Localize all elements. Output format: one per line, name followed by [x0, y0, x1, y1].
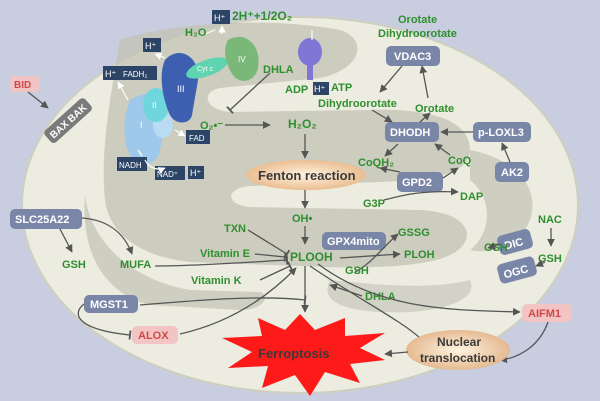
svg-text:H⁺: H⁺ [145, 41, 156, 51]
mufa-text: MUFA [120, 259, 151, 271]
bid-box [10, 76, 40, 92]
bid-label: BID [14, 80, 31, 91]
gpx4mito-box [322, 232, 386, 250]
p-loxl3-label: p-LOXL3 [478, 127, 524, 139]
nac-text: NAC [538, 214, 562, 226]
atp-synthase-stalk [307, 62, 313, 80]
alox-label: ALOX [138, 330, 169, 342]
mgst1-label: MGST1 [90, 299, 128, 311]
ogc-box [497, 256, 537, 284]
ak2-label: AK2 [501, 167, 523, 179]
svg-text:H⁺: H⁺ [214, 13, 225, 23]
gsh-right-text: GSH [484, 242, 508, 254]
cytochrome-c-label: Cyt c [197, 66, 213, 73]
dhodh-box [385, 122, 439, 142]
atp-text: ATP [331, 82, 352, 94]
svg-text:NAD⁺: NAD⁺ [157, 170, 178, 179]
nuclear-translocation-line2: translocation [420, 351, 495, 365]
dhodh-label: DHODH [390, 127, 430, 139]
water-text: H₂O [185, 27, 207, 39]
alox-box [132, 326, 178, 344]
p-loxl3-box [473, 122, 531, 142]
svg-text:H⁺: H⁺ [105, 69, 116, 79]
gpd2-box [397, 172, 443, 192]
dap-text: DAP [460, 191, 483, 203]
dhla-bottom-text: DHLA [365, 291, 396, 303]
dihydroorotate-mid-text: Dihydroorotate [318, 98, 397, 110]
dic-box [497, 229, 533, 255]
plooh-text: PLOOH [290, 250, 333, 264]
superoxide-text: O₂•⁻ [200, 120, 223, 132]
complex-3-label: III [177, 84, 185, 94]
dihydroorotate-top-text: Dihydroorotate [378, 28, 457, 40]
nuclear-translocation-line1: Nuclear [437, 335, 481, 349]
electron-transport-chain: I II III Cyt c IV [124, 36, 322, 164]
coq-text: CoQ [448, 155, 472, 167]
gsh-left-text: GSH [62, 259, 86, 271]
mgst1-box [84, 295, 138, 313]
slc25a22-box [10, 209, 82, 229]
nuclear-translocation-ellipse [406, 330, 510, 370]
complex-4-label: IV [238, 55, 246, 64]
ferroptosis-burst [222, 314, 385, 396]
complex-2-label: II [152, 101, 156, 110]
gssg-text: GSSG [398, 227, 430, 239]
svg-text:FAD: FAD [189, 134, 205, 143]
h-plus-box-atp [313, 82, 329, 95]
adp-text: ADP [285, 84, 308, 96]
coqh2-text: CoQH₂ [358, 157, 394, 169]
dic-label: DIC [503, 236, 524, 253]
fadh2-box [121, 66, 157, 80]
fenton-reaction-label: Fenton reaction [258, 168, 356, 183]
vitamin-e-text: Vitamin E [200, 248, 250, 260]
ak2-box [495, 162, 529, 182]
g3p-text: G3P [363, 198, 385, 210]
ferroptosis-label: Ferroptosis [258, 346, 330, 361]
ploh-text: PLOH [404, 249, 435, 261]
complex-4 [225, 36, 259, 81]
h-plus-box-upper [143, 38, 161, 52]
txn-text: TXN [224, 223, 246, 235]
proton-labels: H⁺ H⁺ H⁺ H⁺ H⁺ FADH₂ FAD NADH NAD⁺ [103, 10, 329, 180]
gpd2-label: GPD2 [402, 177, 432, 189]
h-plus-box-bottom [188, 166, 204, 179]
aifm1-label: AIFM1 [528, 308, 561, 320]
dhla-top-text: DHLA [263, 64, 294, 76]
cytochrome-c [186, 57, 228, 79]
complex-1-label: I [140, 120, 143, 130]
slc25a22-label: SLC25A22 [15, 214, 69, 226]
h2o2-text: H₂O₂ [288, 117, 317, 131]
vdac3-box [386, 46, 440, 66]
atp-synthase [298, 38, 322, 66]
oxygen-reduction-text: 2H⁺+1/2O₂ [232, 9, 292, 23]
fenton-reaction-ellipse [246, 160, 366, 190]
nadh-box [117, 157, 147, 171]
complex-2 [143, 88, 169, 122]
vdac3-label: VDAC3 [394, 51, 431, 63]
aifm1-box [522, 304, 572, 322]
svg-text:H⁺: H⁺ [314, 84, 325, 94]
svg-text:FADH₂: FADH₂ [123, 70, 147, 79]
svg-text:H⁺: H⁺ [190, 168, 201, 178]
fad-box [186, 130, 210, 144]
h-plus-box-top [212, 10, 230, 24]
orotate-top-text: Orotate [398, 14, 437, 26]
h-plus-box-left [103, 66, 121, 80]
etc-arrows [117, 25, 313, 174]
oh-radical-text: OH• [292, 213, 313, 225]
vitamin-k-text: Vitamin K [191, 275, 242, 287]
gpx4mito-label: GPX4mito [327, 236, 380, 248]
gsh-mito-text: GSH [345, 265, 369, 277]
svg-text:NADH: NADH [119, 161, 142, 170]
orotate-mid-text: Orotate [415, 103, 454, 115]
